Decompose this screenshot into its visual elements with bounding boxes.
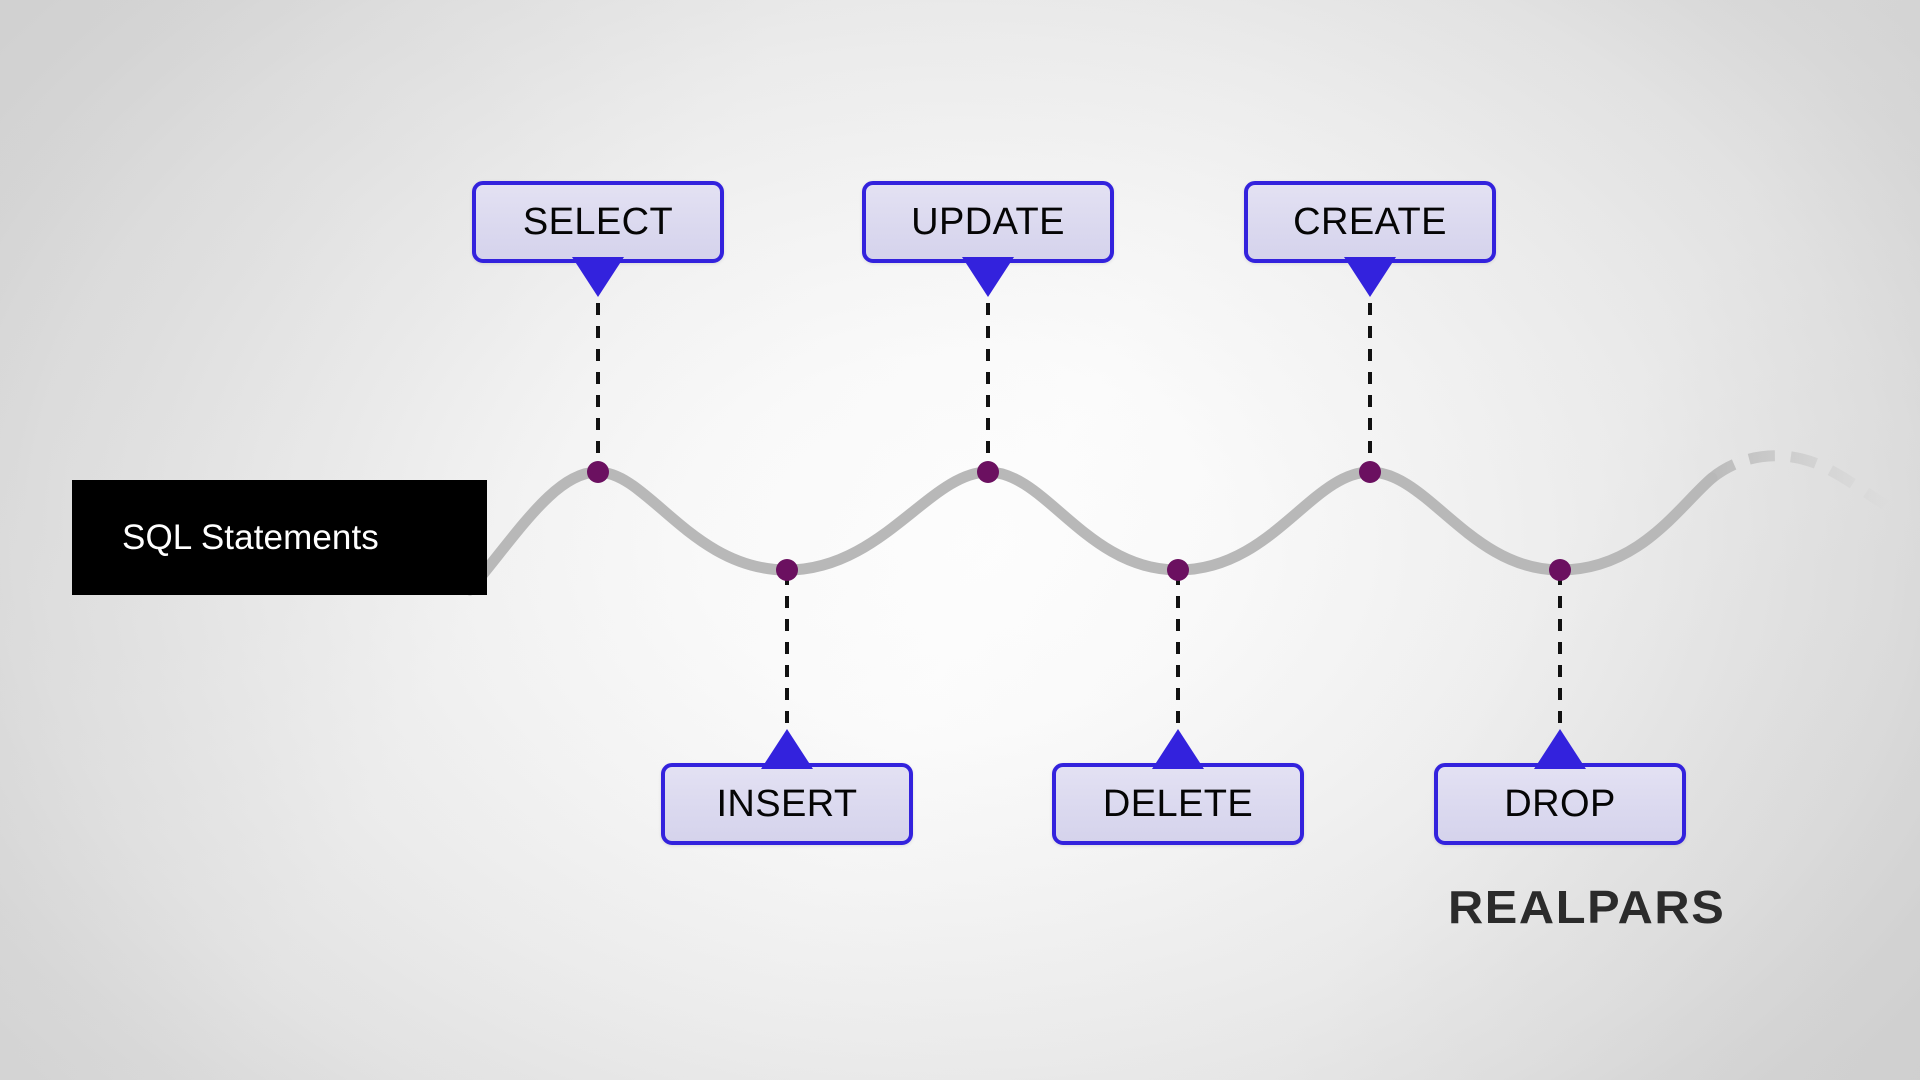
pointer-triangle-icon-drop <box>1534 729 1586 769</box>
node-label-select: SELECT <box>522 201 674 243</box>
node-box-update[interactable]: UPDATE <box>862 181 1114 297</box>
pointer-triangle-icon-delete <box>1152 729 1204 769</box>
source-label-text: SQL Statements <box>122 517 379 557</box>
sql-node-update[interactable]: UPDATE <box>862 181 1114 297</box>
node-box-insert[interactable]: INSERT <box>661 729 913 845</box>
pointer-triangle-icon-insert <box>761 729 813 769</box>
node-label-drop: DROP <box>1504 783 1616 825</box>
sql-node-delete[interactable]: DELETE <box>1052 729 1304 845</box>
sql-node-drop[interactable]: DROP <box>1434 729 1686 845</box>
sql-flow-wave <box>464 466 1718 596</box>
sql-node-insert[interactable]: INSERT <box>661 729 913 845</box>
pointer-triangle-icon-create <box>1344 257 1396 297</box>
pointer-triangle-icon-update <box>962 257 1014 297</box>
node-box-create[interactable]: CREATE <box>1244 181 1496 297</box>
node-label-delete: DELETE <box>1102 783 1254 825</box>
node-box-select[interactable]: SELECT <box>472 181 724 297</box>
node-box-delete[interactable]: DELETE <box>1052 729 1304 845</box>
node-dot-group <box>587 461 1571 581</box>
node-dot-drop <box>1549 559 1571 581</box>
sql-node-create[interactable]: CREATE <box>1244 181 1496 297</box>
node-dot-insert <box>776 559 798 581</box>
node-box-drop[interactable]: DROP <box>1434 729 1686 845</box>
node-dot-create <box>1359 461 1381 483</box>
node-dot-delete <box>1167 559 1189 581</box>
sql-flow-wave-fade <box>1708 450 1888 510</box>
sql-node-select[interactable]: SELECT <box>472 181 724 297</box>
source-label-box: SQL Statements <box>72 480 487 595</box>
realpars-logo: REALPARS <box>1448 881 1726 933</box>
node-dot-select <box>587 461 609 483</box>
pointer-triangle-icon-select <box>572 257 624 297</box>
node-dot-update <box>977 461 999 483</box>
node-label-insert: INSERT <box>716 783 858 825</box>
connector-group <box>596 303 1562 723</box>
node-label-update: UPDATE <box>911 201 1065 243</box>
node-label-create: CREATE <box>1293 201 1447 243</box>
